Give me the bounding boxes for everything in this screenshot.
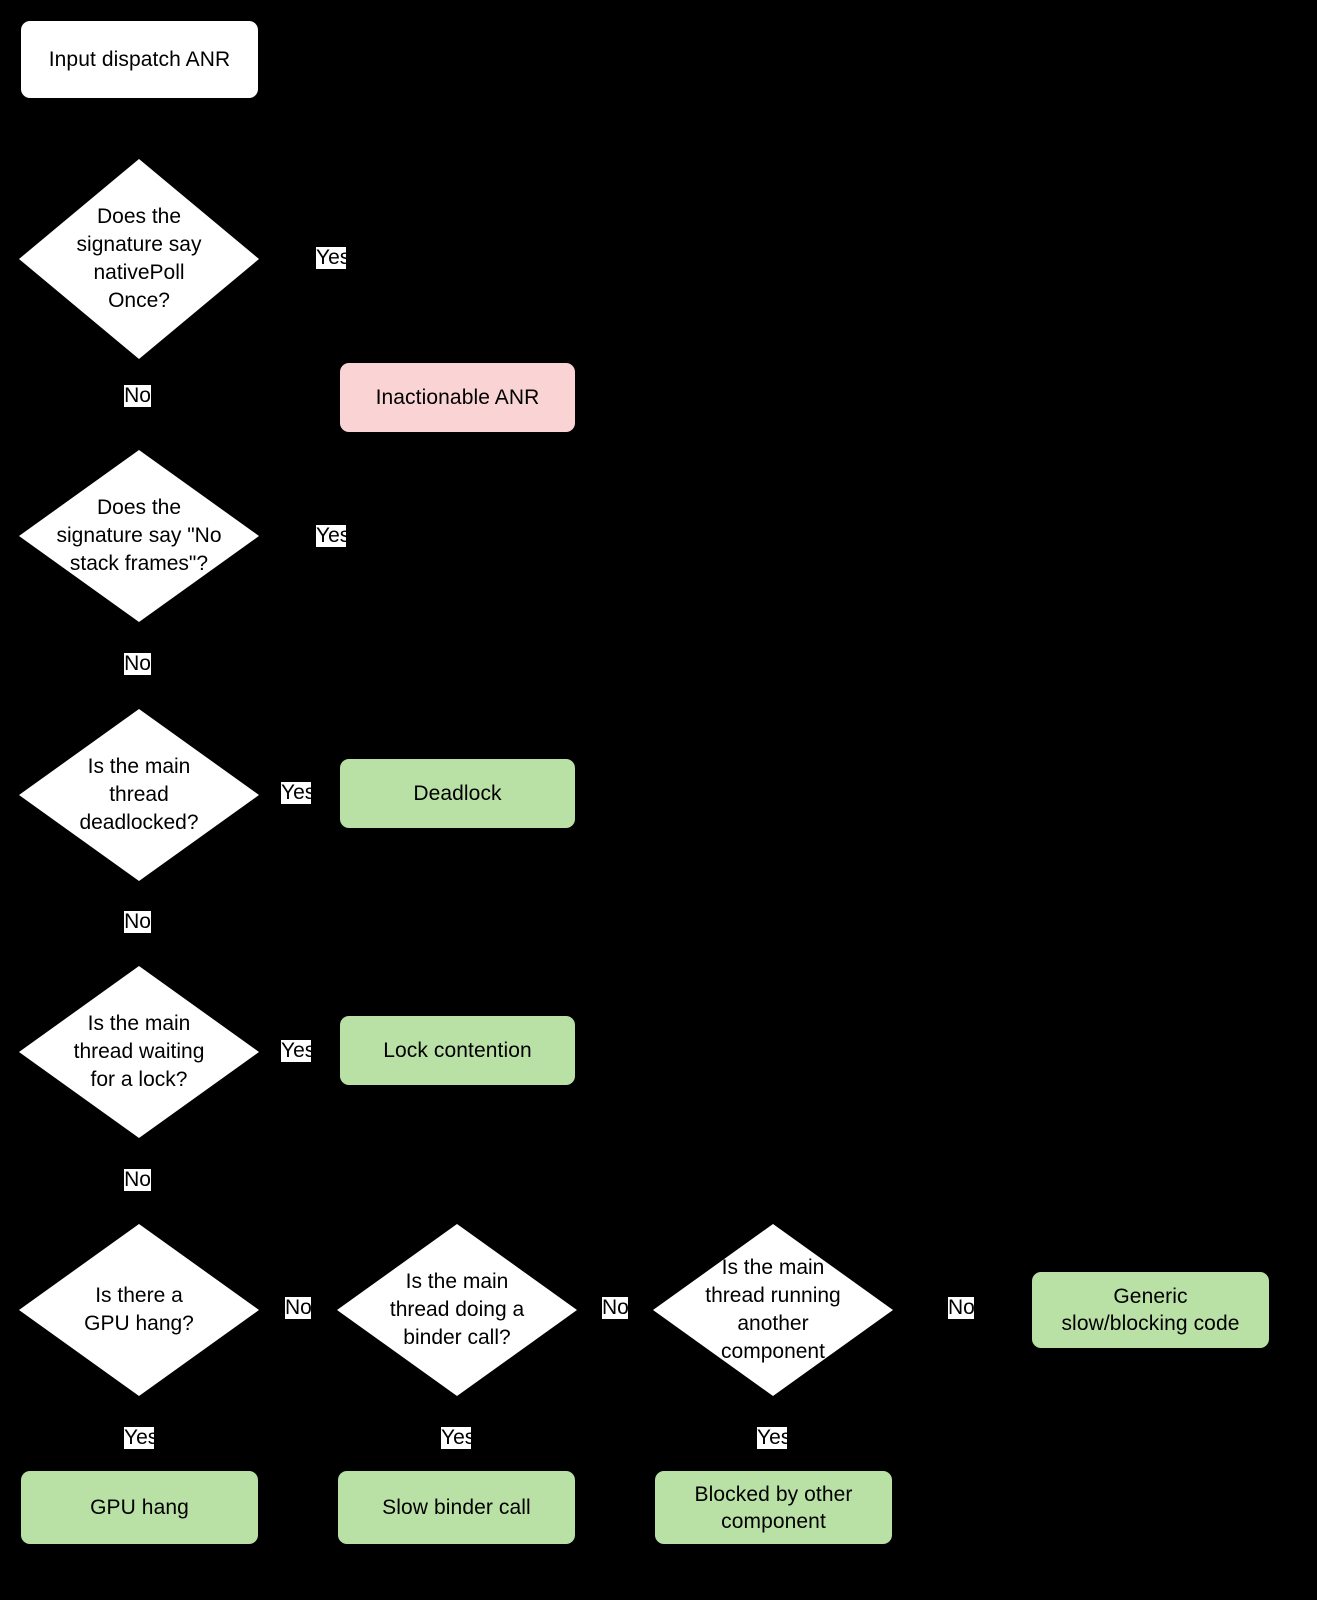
edge-start-to-q1-arrowhead <box>133 154 145 163</box>
edge-q1-no-to-q2 <box>138 363 140 457</box>
edge-label-no-other-component: No <box>948 1296 975 1319</box>
diamond-shape <box>19 709 259 881</box>
node-gpu-hang[interactable]: GPU hang <box>21 1471 258 1544</box>
edge-label-yes-binder-call: Yes <box>441 1426 476 1449</box>
edge-q4-yes-arrowhead <box>333 1045 342 1057</box>
diamond-shape <box>19 966 259 1138</box>
node-inactionable-anr[interactable]: Inactionable ANR <box>340 363 575 432</box>
edge-q6-no-arrowhead <box>647 1303 656 1315</box>
edge-label-yes-other-component: Yes <box>757 1426 792 1449</box>
diamond-shape <box>337 1224 577 1396</box>
edge-q7-no-arrowhead <box>1024 1303 1033 1315</box>
edge-label-yes-no-stack-frames: Yes <box>316 524 351 547</box>
edge-label-no-binder-call: No <box>602 1296 629 1319</box>
edge-label-no-deadlocked: No <box>124 910 151 933</box>
node-question-deadlocked[interactable]: Is the main thread deadlocked? <box>19 709 259 881</box>
edge-q1-yes-vertical <box>455 258 457 363</box>
diamond-shape <box>19 1224 259 1396</box>
edge-label-yes-waiting-lock: Yes <box>281 1039 316 1062</box>
node-slow-binder-call[interactable]: Slow binder call <box>338 1471 575 1544</box>
node-question-binder-call[interactable]: Is the main thread doing a binder call? <box>337 1224 577 1396</box>
node-question-other-component[interactable]: Is the main thread running another compo… <box>653 1224 893 1396</box>
edge-q1-yes-horizontal <box>263 258 456 260</box>
node-generic-slow-blocking-code[interactable]: Generic slow/blocking code <box>1032 1272 1269 1348</box>
edge-q2-yes-vertical <box>455 447 457 536</box>
edge-label-no-waiting-lock: No <box>124 1168 151 1191</box>
node-lock-contention[interactable]: Lock contention <box>340 1016 575 1085</box>
edge-label-no-gpu-hang: No <box>285 1296 312 1319</box>
edge-label-yes-nativepollonce: Yes <box>316 246 351 269</box>
node-question-gpu-hang[interactable]: Is there a GPU hang? <box>19 1224 259 1396</box>
edge-label-no-no-stack-frames: No <box>124 652 151 675</box>
edge-q3-yes-arrowhead <box>333 787 342 799</box>
edge-start-to-q1 <box>138 98 140 155</box>
node-start[interactable]: Input dispatch ANR <box>21 21 258 98</box>
diamond-shape <box>19 159 259 359</box>
edge-label-yes-deadlocked: Yes <box>281 781 316 804</box>
node-deadlock[interactable]: Deadlock <box>340 759 575 828</box>
edge-label-yes-gpu-hang: Yes <box>124 1426 159 1449</box>
node-question-nativepollonce[interactable]: Does the signature say nativePoll Once? <box>19 159 259 359</box>
node-question-waiting-lock[interactable]: Is the main thread waiting for a lock? <box>19 966 259 1138</box>
edge-label-no-nativepollonce: No <box>124 384 151 407</box>
edge-q2-yes-horizontal <box>258 535 456 537</box>
diamond-shape <box>653 1224 893 1396</box>
node-blocked-by-other-component[interactable]: Blocked by other component <box>655 1471 892 1544</box>
node-question-no-stack-frames[interactable]: Does the signature say "No stack frames"… <box>19 450 259 622</box>
diamond-shape <box>19 450 259 622</box>
edge-q5-no-arrowhead <box>330 1303 339 1315</box>
